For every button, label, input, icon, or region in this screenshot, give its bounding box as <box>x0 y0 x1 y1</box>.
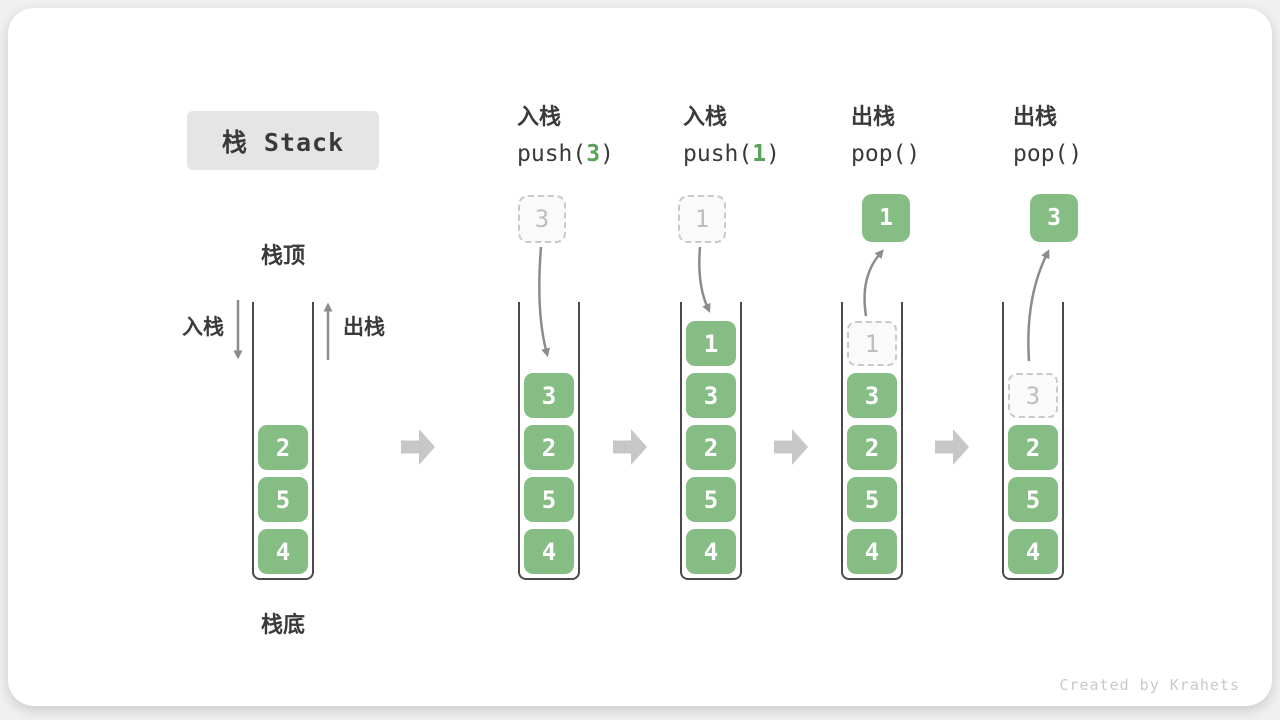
operation-label-push-3: 入栈 push(3) <box>517 104 614 168</box>
footer-credit: Created by Krahets <box>1059 676 1240 694</box>
stack-element: 2 <box>686 425 736 470</box>
stack-element: 5 <box>1008 477 1058 522</box>
stack-element: 2 <box>258 425 308 470</box>
floating-value-text: 1 <box>879 205 893 231</box>
stack-element: 5 <box>258 477 308 522</box>
floating-value-text: 1 <box>694 205 710 233</box>
stack-element: 5 <box>524 477 574 522</box>
stack-element: 2 <box>1008 425 1058 470</box>
page-title: 栈 Stack <box>187 111 379 170</box>
stack-element-ghost: 1 <box>847 321 897 366</box>
code-post: ) <box>600 141 614 167</box>
floating-value-ghost: 3 <box>518 195 566 243</box>
floating-value-popped: 3 <box>1030 194 1078 242</box>
code-post: ) <box>1068 141 1083 167</box>
stack-element: 4 <box>524 529 574 574</box>
code-arg: 3 <box>586 141 601 167</box>
code-post: ) <box>766 141 780 167</box>
operation-cjk-label: 入栈 <box>683 105 728 130</box>
stack-after-push-3: 3 2 5 4 <box>518 302 580 580</box>
stack-initial: 2 5 4 <box>252 302 314 580</box>
stack-element: 4 <box>686 529 736 574</box>
push-side-label: 入栈 <box>182 315 224 339</box>
operation-label-pop-2: 出栈 pop() <box>1013 104 1082 168</box>
floating-value-text: 3 <box>534 205 550 233</box>
floating-value-ghost: 1 <box>678 195 726 243</box>
code-pre: push( <box>517 141 587 167</box>
operation-code: push(1) <box>683 140 780 168</box>
stack-element: 2 <box>847 425 897 470</box>
stack-top-label: 栈顶 <box>260 244 305 269</box>
stack-element: 2 <box>524 425 574 470</box>
code-pre: push( <box>683 141 753 167</box>
operation-code: push(3) <box>517 140 614 168</box>
code-pre: pop( <box>1013 141 1069 167</box>
stack-element: 4 <box>258 529 308 574</box>
stack-element: 3 <box>847 373 897 418</box>
stack-element: 3 <box>686 373 736 418</box>
stack-element: 4 <box>1008 529 1058 574</box>
code-post: ) <box>906 141 921 167</box>
stack-after-pop-2: 3 2 5 4 <box>1002 302 1064 580</box>
stack-bottom-label: 栈底 <box>260 613 305 638</box>
floating-value-popped: 1 <box>862 194 910 242</box>
page-title-text: 栈 Stack <box>221 127 345 157</box>
operation-label-push-1: 入栈 push(1) <box>683 104 780 168</box>
stack-element-ghost: 3 <box>1008 373 1058 418</box>
operation-cjk-label: 出栈 <box>1013 105 1058 130</box>
stack-element: 5 <box>847 477 897 522</box>
stack-element: 5 <box>686 477 736 522</box>
stack-element: 4 <box>847 529 897 574</box>
operation-cjk-label: 出栈 <box>851 105 896 130</box>
stack-element: 1 <box>686 321 736 366</box>
operation-cjk-label: 入栈 <box>517 105 562 130</box>
operation-code: pop() <box>1013 140 1082 168</box>
code-arg: 1 <box>752 141 767 167</box>
operation-code: pop() <box>851 140 920 168</box>
floating-value-text: 3 <box>1047 205 1061 231</box>
stack-after-pop-1: 1 3 2 5 4 <box>841 302 903 580</box>
pop-side-label: 出栈 <box>343 315 385 339</box>
operation-label-pop-1: 出栈 pop() <box>851 104 920 168</box>
stack-element: 3 <box>524 373 574 418</box>
stack-after-push-1: 1 3 2 5 4 <box>680 302 742 580</box>
code-pre: pop( <box>851 141 907 167</box>
